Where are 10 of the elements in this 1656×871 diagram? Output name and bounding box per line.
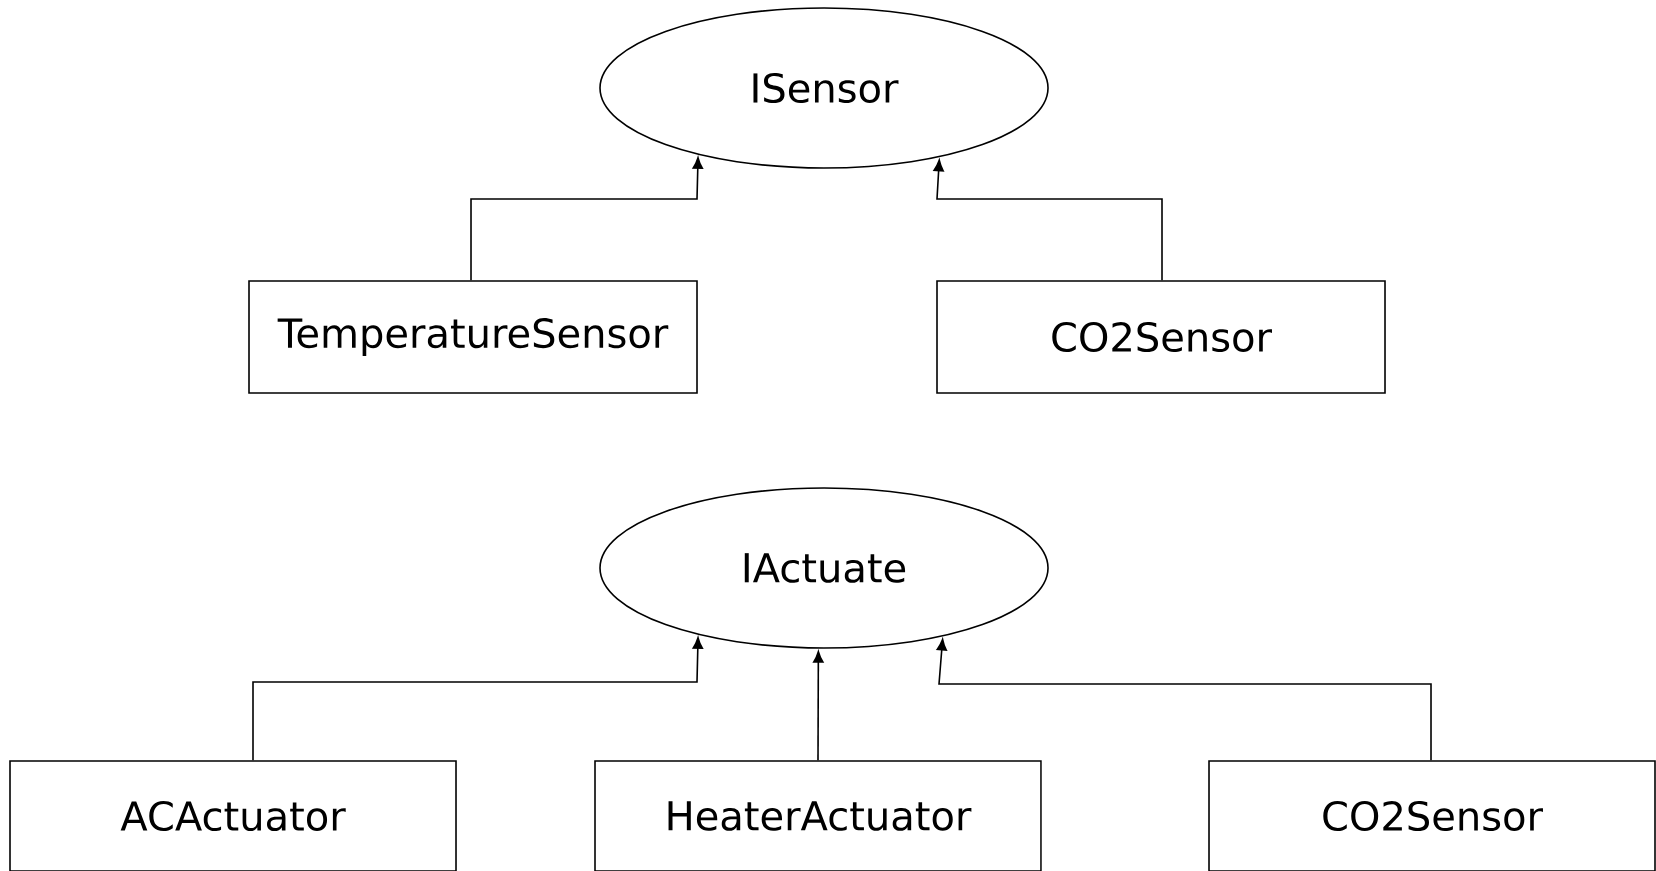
class-box: ACActuator [9, 760, 457, 871]
arrow [933, 159, 1163, 281]
arrow [252, 637, 704, 761]
class-box: CO2Sensor [936, 280, 1386, 394]
class-box: TemperatureSensor [248, 280, 698, 394]
arrow [936, 638, 1432, 761]
arrow [470, 157, 704, 281]
class-box: CO2Sensor [1208, 760, 1656, 871]
arrow [813, 650, 824, 761]
class-box: HeaterActuator [594, 760, 1042, 871]
